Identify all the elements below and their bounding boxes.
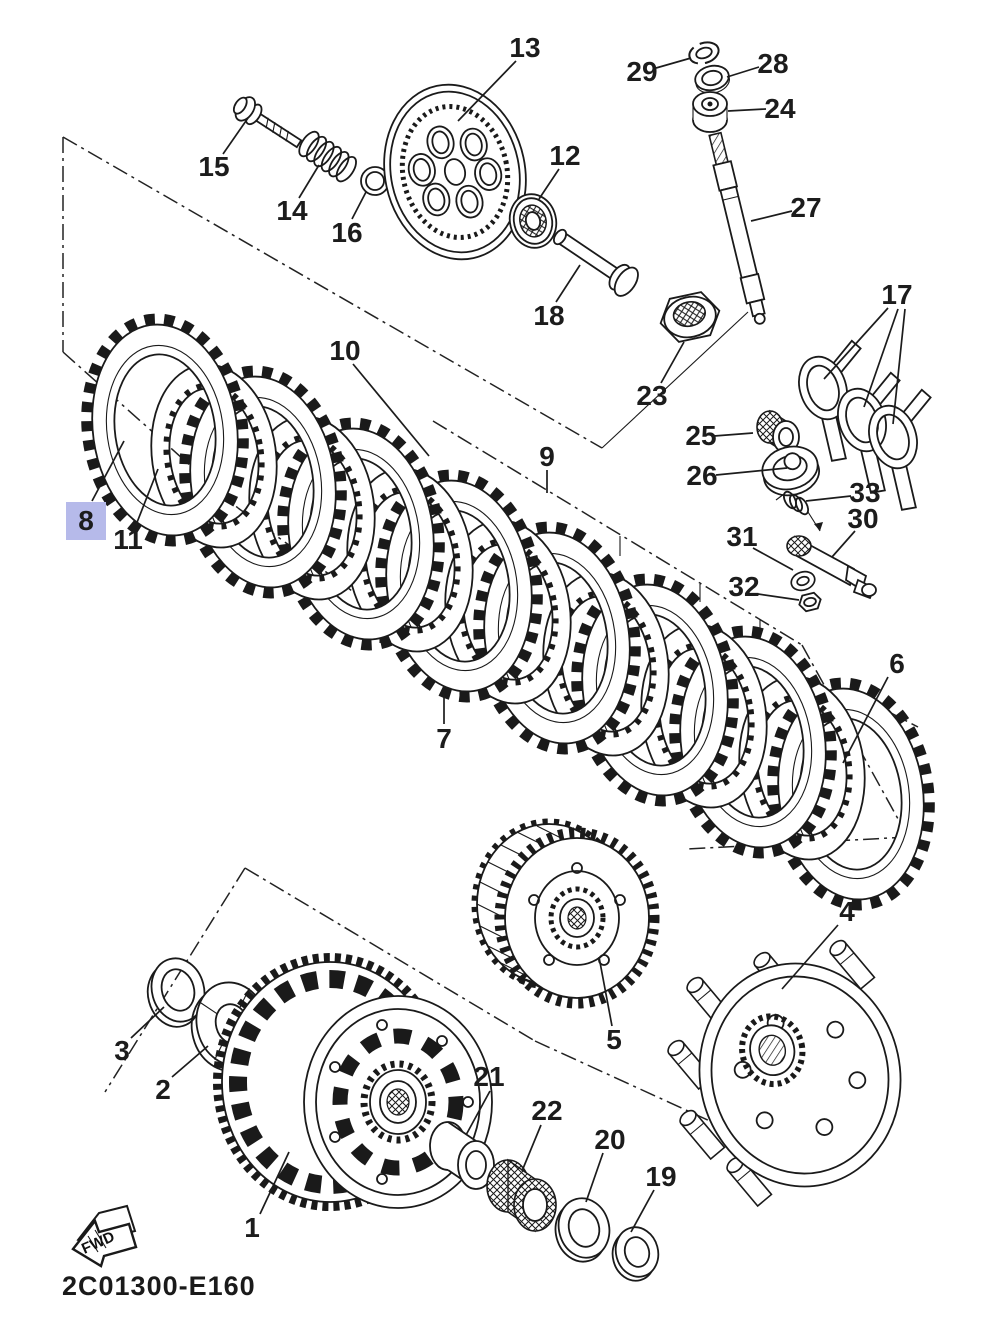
leader-line-32 bbox=[757, 593, 800, 601]
leader-line-25 bbox=[713, 432, 754, 437]
part-label-31: 31 bbox=[726, 521, 757, 552]
push-lever-30 bbox=[786, 535, 877, 600]
part-label-16: 16 bbox=[331, 217, 362, 248]
leader-line-21 bbox=[465, 1090, 491, 1136]
adjuster-24 bbox=[692, 91, 728, 133]
part-label-33: 33 bbox=[849, 477, 880, 508]
leader-line-3 bbox=[130, 1006, 165, 1039]
leader-line-1 bbox=[259, 1151, 290, 1215]
pressure-plate-holes bbox=[407, 125, 503, 219]
bearing-26 bbox=[761, 445, 820, 497]
part-label-4: 4 bbox=[839, 896, 855, 927]
washer-20 bbox=[554, 1197, 611, 1263]
leader-line-26 bbox=[715, 467, 788, 476]
leader-line-18 bbox=[555, 264, 581, 303]
part-label-8: 8 bbox=[78, 505, 94, 536]
part-label-32: 32 bbox=[728, 571, 759, 602]
leader-line-17 bbox=[863, 308, 899, 408]
part-label-30: 30 bbox=[847, 503, 878, 534]
leader-line-31 bbox=[752, 547, 794, 571]
part-label-10: 10 bbox=[329, 335, 360, 366]
part-label-3: 3 bbox=[114, 1035, 130, 1066]
diagram-code: 2C01300-E160 bbox=[62, 1271, 256, 1301]
part-label-13: 13 bbox=[509, 32, 540, 63]
leader-line-5 bbox=[598, 956, 613, 1027]
nut-32 bbox=[798, 591, 822, 613]
washer-3 bbox=[146, 957, 206, 1028]
leader-line-10 bbox=[352, 363, 430, 457]
leader-line-12 bbox=[538, 168, 560, 200]
leader-line-17 bbox=[892, 308, 906, 425]
clutch-boss-4 bbox=[664, 936, 902, 1207]
clutch-spring-14 bbox=[298, 130, 357, 183]
part-label-14: 14 bbox=[276, 195, 308, 226]
leader-line-13 bbox=[457, 60, 517, 122]
leader-line-19 bbox=[630, 1189, 655, 1233]
part-label-7: 7 bbox=[436, 723, 452, 754]
lock-nut-23 bbox=[659, 291, 721, 343]
part-label-5: 5 bbox=[606, 1024, 622, 1055]
lock-washer-29 bbox=[688, 41, 720, 65]
part-label-17: 17 bbox=[881, 279, 912, 310]
part-label-28: 28 bbox=[757, 48, 788, 79]
leader-line-30 bbox=[831, 530, 856, 558]
leader-line-23 bbox=[660, 341, 685, 384]
nut-28 bbox=[694, 64, 730, 94]
leader-line-4 bbox=[781, 924, 839, 990]
fwd-arrow: FWD bbox=[71, 1204, 138, 1268]
part-label-19: 19 bbox=[645, 1161, 676, 1192]
leader-line-14 bbox=[298, 164, 320, 199]
part-label-24: 24 bbox=[764, 93, 796, 124]
bearing-12 bbox=[508, 193, 558, 249]
needle-bearing-22 bbox=[486, 1158, 557, 1233]
part-label-15: 15 bbox=[198, 151, 229, 182]
bolt-15 bbox=[232, 96, 303, 149]
leader-line-33 bbox=[805, 495, 852, 502]
part-label-26: 26 bbox=[686, 460, 717, 491]
washer-19 bbox=[611, 1226, 660, 1282]
part-label-20: 20 bbox=[594, 1124, 625, 1155]
leader-line-16 bbox=[351, 191, 367, 220]
push-rod-27 bbox=[708, 131, 766, 325]
leader-line-28 bbox=[726, 66, 760, 78]
part-label-9: 9 bbox=[539, 441, 555, 472]
leader-line-17 bbox=[823, 307, 889, 380]
rod-18 bbox=[553, 228, 639, 297]
pressure-plate-13 bbox=[383, 83, 527, 261]
highlight-box bbox=[66, 502, 106, 540]
part-label-11: 11 bbox=[113, 524, 143, 555]
collar-21 bbox=[429, 1121, 495, 1190]
leader-line-27 bbox=[750, 210, 793, 222]
leader-line-11 bbox=[135, 468, 159, 526]
part-label-23: 23 bbox=[636, 380, 667, 411]
part-label-21: 21 bbox=[473, 1061, 504, 1092]
leader-line-29 bbox=[655, 57, 692, 69]
part-label-1: 1 bbox=[244, 1212, 260, 1243]
boss-holes bbox=[733, 1014, 867, 1136]
leader-line-20 bbox=[585, 1152, 604, 1203]
part-label-29: 29 bbox=[626, 56, 657, 87]
part-number-labels: 1234567891011121314151617181920212223242… bbox=[66, 32, 913, 1243]
leader-line-8 bbox=[91, 440, 125, 502]
part-label-27: 27 bbox=[790, 192, 821, 223]
part-label-6: 6 bbox=[889, 648, 905, 679]
drive-gear-5 bbox=[471, 818, 660, 1009]
leader-line-15 bbox=[222, 117, 249, 155]
part-label-22: 22 bbox=[531, 1095, 562, 1126]
part-label-12: 12 bbox=[549, 140, 580, 171]
leader-line-22 bbox=[521, 1124, 542, 1172]
part-label-25: 25 bbox=[685, 420, 716, 451]
leader-line-6 bbox=[842, 676, 889, 764]
part-label-18: 18 bbox=[533, 300, 564, 331]
leader-line-2 bbox=[171, 1045, 209, 1078]
washer-31 bbox=[790, 570, 816, 592]
spring-33 bbox=[775, 490, 823, 532]
needle-bushing-25 bbox=[756, 409, 800, 455]
leader-line-24 bbox=[727, 108, 767, 112]
part-label-2: 2 bbox=[155, 1074, 171, 1105]
